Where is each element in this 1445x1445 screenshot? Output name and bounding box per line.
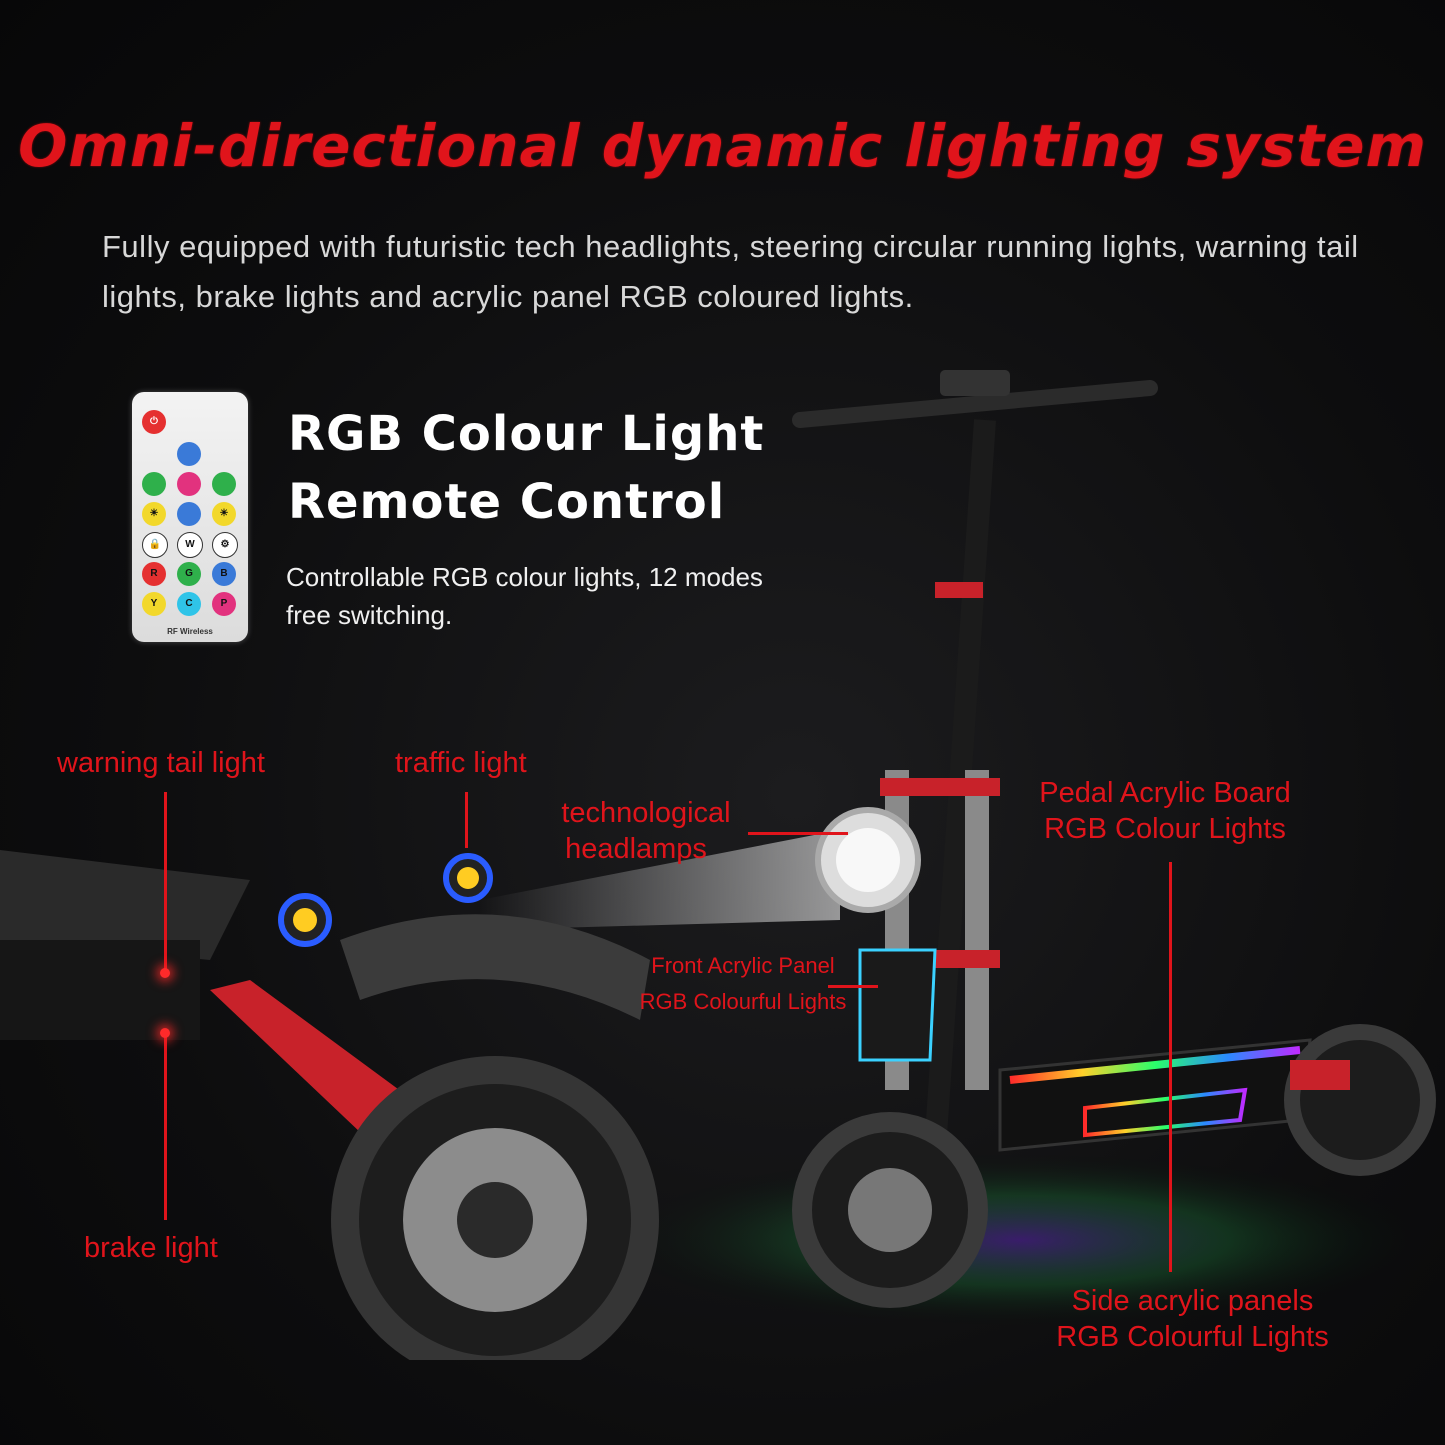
callout-side-line2: RGB Colourful Lights xyxy=(1056,1321,1329,1353)
front-acrylic-panel xyxy=(858,948,937,1062)
display-unit xyxy=(940,370,1010,396)
rear-wheel-right xyxy=(1284,1024,1436,1176)
callout-pedal-line1: Pedal Acrylic Board xyxy=(1039,777,1291,809)
callout-line-brake xyxy=(164,1035,167,1220)
callout-front-line2: RGB Colourful Lights xyxy=(639,989,847,1014)
callout-line-front xyxy=(828,985,878,988)
callout-warning-tail-light: warning tail light xyxy=(57,747,265,779)
traffic-light-right-glow xyxy=(457,867,479,889)
remote-title-line2: Remote Control xyxy=(288,474,726,530)
remote-title-line1: RGB Colour Light xyxy=(288,406,765,462)
brightness-down-icon: ☀ xyxy=(142,502,166,526)
speed-up-button xyxy=(177,442,201,466)
power-button-icon: ⏻ xyxy=(142,410,166,434)
callout-traffic-light: traffic light xyxy=(395,747,527,779)
callout-front-panel: Front Acrylic Panel RGB Colourful Lights xyxy=(628,948,858,1020)
pink-button: P xyxy=(212,592,236,616)
blue-button: B xyxy=(212,562,236,586)
mode-down-button xyxy=(142,472,166,496)
cyan-button: C xyxy=(177,592,201,616)
white-button: W xyxy=(177,532,203,558)
callout-pedal-line2: RGB Colour Lights xyxy=(1044,813,1286,845)
auto-button xyxy=(177,472,201,496)
callout-side-panels: Side acrylic panels RGB Colourful Lights xyxy=(1040,1283,1345,1355)
settings-icon: ⚙ xyxy=(212,532,238,558)
mode-up-button xyxy=(212,472,236,496)
handlebar xyxy=(792,380,1158,428)
headlamp-beam xyxy=(480,830,840,930)
brake-light-dot xyxy=(160,1028,170,1038)
callout-brake-light: brake light xyxy=(84,1232,218,1264)
fork-right xyxy=(965,770,989,1090)
callout-headlamps: technological headlamps xyxy=(546,795,746,867)
callout-side-line1: Side acrylic panels xyxy=(1071,1285,1314,1317)
brightness-up-icon: ☀ xyxy=(212,502,236,526)
yellow-button: Y xyxy=(142,592,166,616)
green-button: G xyxy=(177,562,201,586)
page-title: Omni-directional dynamic lighting system xyxy=(18,112,1427,180)
rear-swingarm-right xyxy=(1290,1060,1350,1090)
remote-section-title: RGB Colour Light Remote Control xyxy=(288,400,764,536)
lock-icon: 🔒 xyxy=(142,532,168,558)
page-subtitle: Fully equipped with futuristic tech head… xyxy=(102,229,1359,314)
warning-light-dot xyxy=(160,968,170,978)
closeup-deck xyxy=(0,850,250,960)
callout-pedal-board: Pedal Acrylic Board RGB Colour Lights xyxy=(1025,775,1305,847)
callout-line-warning xyxy=(164,792,167,970)
front-disc xyxy=(848,1168,932,1252)
side-rgb-panel xyxy=(1083,1087,1248,1138)
callout-headlamps-line2: headlamps xyxy=(565,833,707,865)
red-button: R xyxy=(142,562,166,586)
remote-description: Controllable RGB colour lights, 12 modes… xyxy=(286,562,763,630)
rear-fender xyxy=(340,914,650,1020)
callout-line-headlamps xyxy=(748,832,848,835)
closeup-deck-side xyxy=(0,940,200,1040)
rear-hub-closeup xyxy=(457,1182,533,1258)
callout-front-line1: Front Acrylic Panel xyxy=(651,953,835,978)
deck-rgb-strip xyxy=(1009,1046,1301,1084)
traffic-light-left-glow xyxy=(293,908,317,932)
headlamp-lens xyxy=(836,828,900,892)
callout-line-traffic xyxy=(465,792,468,848)
stem-clamp xyxy=(935,582,983,598)
fork-clamp-top xyxy=(880,778,1000,796)
callout-line-pedal xyxy=(1169,862,1172,1272)
speed-down-button xyxy=(177,502,201,526)
remote-control-image: ⏻ ☀ ☀ 🔒 W ⚙ R G B Y C P RF Wireless xyxy=(132,392,248,642)
callout-headlamps-line1: technological xyxy=(561,797,731,829)
remote-caption: RF Wireless xyxy=(167,627,213,636)
